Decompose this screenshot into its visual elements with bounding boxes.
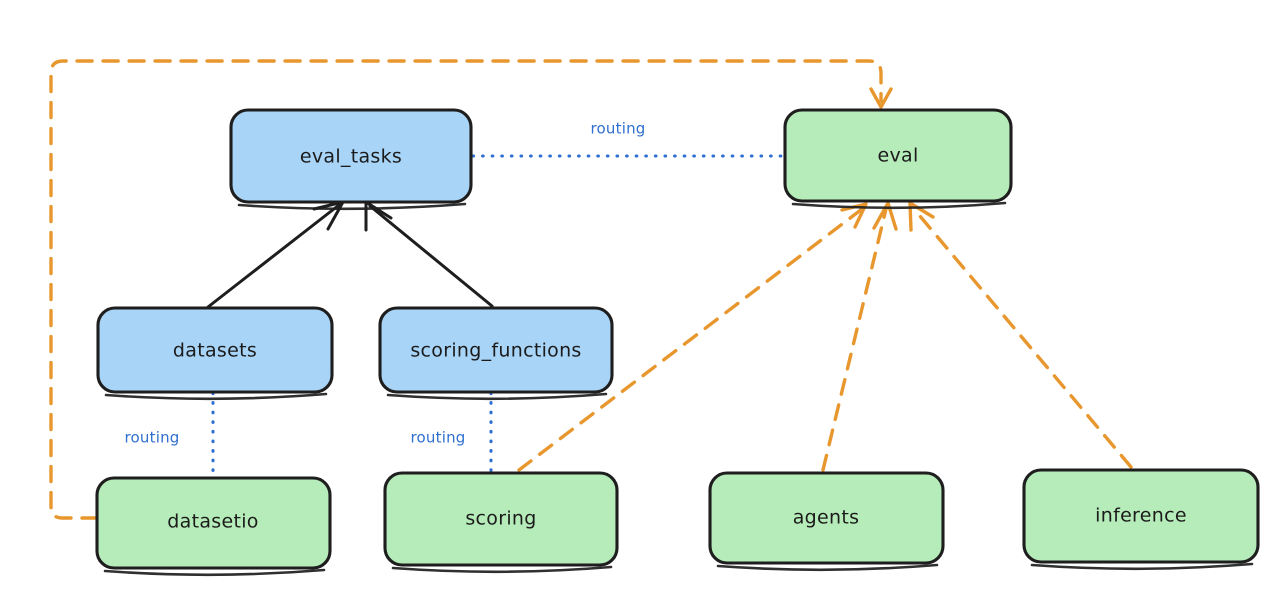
node-scoring[interactable]: scoring (383, 471, 619, 574)
node-eval-tasks-shadow (237, 202, 467, 211)
node-eval[interactable]: eval (783, 108, 1013, 210)
node-agents-label: agents (793, 507, 860, 529)
node-scoring-functions-box (378, 306, 614, 394)
node-datasetio-label: datasetio (167, 511, 258, 533)
node-eval-shadow (791, 201, 1007, 210)
edge-agents-eval (821, 201, 898, 472)
edge-inference-eval-arrowhead (908, 201, 935, 232)
edge-scoring-functions-eval-tasks (364, 200, 494, 308)
edge-scoring-eval-path (517, 207, 864, 472)
node-datasetio-box (95, 476, 332, 570)
node-inference-shadow (1030, 562, 1254, 571)
node-scoring-functions[interactable]: scoring_functions (378, 306, 614, 401)
node-datasets-label: datasets (173, 340, 257, 362)
edge-inference-eval (908, 201, 1133, 469)
edge-label-routing-eval-tasks: routing (591, 120, 646, 138)
edge-datasetio-eval-path (49, 59, 883, 520)
node-agents-box (708, 471, 945, 565)
edge-datasetio-eval-arrowhead (869, 87, 893, 109)
node-eval-box (783, 108, 1013, 203)
edge-label-routing-datasets: routing (125, 429, 180, 447)
node-agents[interactable]: agents (708, 471, 945, 572)
node-inference-label: inference (1095, 505, 1187, 527)
node-eval-tasks[interactable]: eval_tasks (229, 108, 473, 211)
edge-agents-eval-arrowhead (872, 201, 898, 231)
edge-datasetio-eval (49, 59, 893, 520)
node-scoring-box (383, 471, 619, 567)
node-eval-tasks-label: eval_tasks (300, 146, 402, 168)
node-eval-label: eval (877, 145, 918, 167)
node-scoring-label: scoring (465, 508, 536, 530)
edge-datasets-eval-tasks (206, 200, 345, 309)
node-datasets-shadow (104, 392, 328, 401)
edge-agents-eval-path (821, 207, 888, 472)
node-inference-box (1022, 468, 1260, 564)
node-datasetio[interactable]: datasetio (95, 476, 332, 577)
edge-inference-eval-path (912, 207, 1133, 469)
node-datasets-box (96, 306, 334, 394)
edge-datasets-eval-tasks-path (206, 203, 341, 309)
edge-scoring-functions-eval-tasks-path (368, 204, 494, 308)
node-scoring-functions-label: scoring_functions (410, 340, 581, 362)
node-datasetio-shadow (103, 568, 326, 577)
node-eval-tasks-box (229, 108, 473, 204)
node-inference[interactable]: inference (1022, 468, 1260, 571)
node-scoring-functions-shadow (386, 392, 608, 401)
node-agents-shadow (716, 563, 939, 572)
node-datasets[interactable]: datasets (96, 306, 334, 401)
node-scoring-shadow (391, 565, 613, 574)
edge-label-routing-scoring-functions: routing (411, 429, 466, 447)
